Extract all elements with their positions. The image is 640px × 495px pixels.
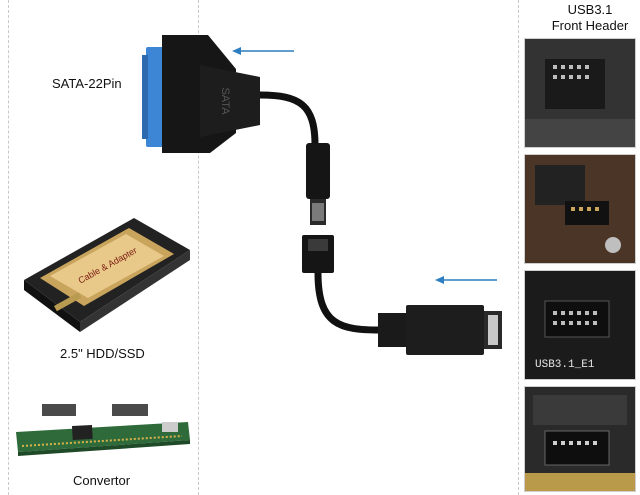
front-header-label-line2: Front Header bbox=[551, 18, 629, 33]
header-photo-4 bbox=[524, 386, 636, 492]
header-photo-1 bbox=[524, 38, 636, 148]
front-header-label: USB3.1 Front Header bbox=[540, 2, 640, 34]
left-divider bbox=[8, 0, 9, 495]
left-arrow-icon bbox=[435, 276, 497, 284]
front-header-label-line1: USB3.1 bbox=[567, 2, 613, 17]
adapter-cable-image: SATA bbox=[142, 35, 502, 355]
convertor-label: Convertor bbox=[73, 473, 131, 488]
ssd-drive-image: Cable & Adapter bbox=[24, 218, 190, 332]
sata-label: SATA-22Pin bbox=[52, 76, 122, 91]
header-photo-3: USB3.1_E1 bbox=[524, 270, 636, 380]
middle-divider bbox=[198, 0, 199, 495]
left-arrow-icon bbox=[232, 47, 294, 55]
right-divider bbox=[518, 0, 519, 495]
convertor-board-image bbox=[16, 404, 190, 456]
board-silkscreen-text: USB3.1_E1 bbox=[535, 359, 595, 371]
sata-body-text: SATA bbox=[219, 87, 231, 115]
hdd-label: 2.5" HDD/SSD bbox=[60, 346, 145, 361]
header-photo-2 bbox=[524, 154, 636, 264]
